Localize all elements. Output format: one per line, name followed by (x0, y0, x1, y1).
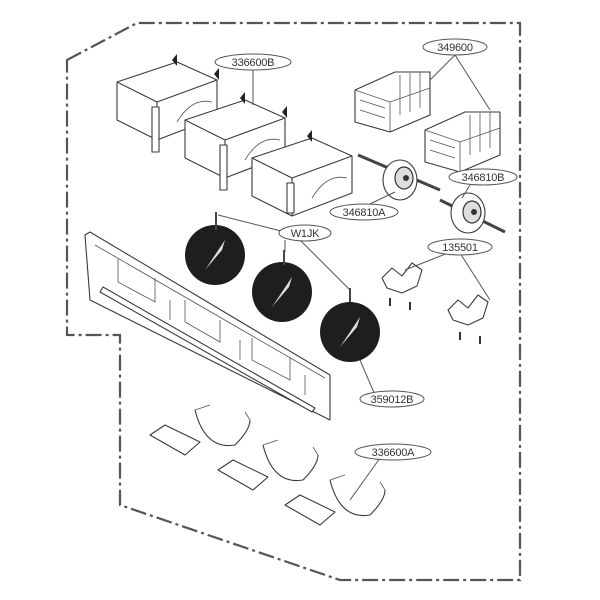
blower-wheel (320, 288, 380, 362)
motor-clamp-group (381, 262, 489, 344)
callout-label: 336600B (232, 57, 275, 69)
blower-wheel (252, 250, 312, 322)
motor-mount-bracket-group (354, 71, 501, 173)
blower-housing-upper-group (116, 54, 353, 217)
callout-label: 346810B (462, 172, 505, 184)
front-panel (84, 231, 331, 421)
callout-336600B: 336600B (214, 53, 292, 71)
callout-label: 346810A (343, 207, 387, 219)
blower-wheel (185, 212, 245, 285)
leader-lines (217, 54, 491, 501)
callout-346810A: 346810A (329, 203, 399, 221)
blower-housing-lower (284, 474, 386, 526)
callout-135501: 135501 (427, 238, 493, 256)
callout-359012B: 359012B (359, 390, 425, 408)
motor-clamp (381, 262, 423, 310)
blower-wheel-group (185, 212, 380, 362)
motor-clamp (447, 294, 489, 344)
callout-349600: 349600 (422, 38, 488, 56)
fan-motor-b (439, 192, 506, 234)
motor-mount-bracket (354, 71, 431, 133)
callout-label: 336600A (372, 447, 416, 459)
blower-housing-lower-group (149, 404, 386, 526)
blower-housing-upper (251, 130, 353, 217)
callout-346810B: 346810B (448, 168, 518, 186)
blower-housing-lower (149, 404, 251, 456)
callout-label: 359012B (371, 394, 414, 406)
blower-housing-lower (217, 439, 319, 491)
callout-label: W1JK (291, 228, 320, 240)
assembly-boundary (65, 21, 522, 582)
callout-336600A: 336600A (354, 443, 432, 461)
fan-motor-a (357, 153, 441, 201)
callout-label: 135501 (442, 242, 478, 254)
callout-W1JK: W1JK (278, 224, 332, 242)
callout-label: 349600 (437, 42, 473, 54)
motor-mount-bracket (424, 111, 501, 173)
